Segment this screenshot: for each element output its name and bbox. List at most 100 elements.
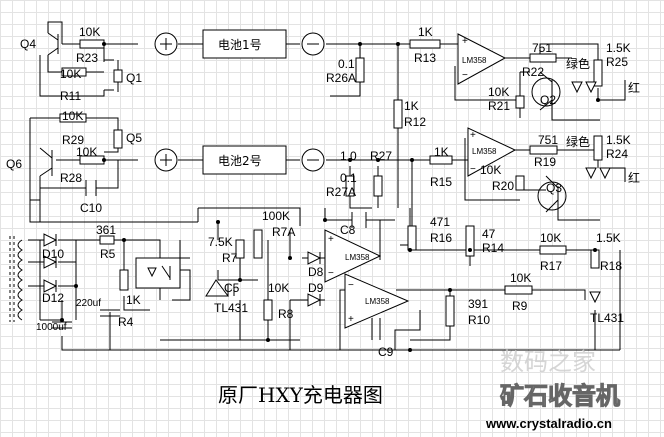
label-q3: Q3	[546, 181, 562, 195]
label-r8: R8	[278, 307, 294, 321]
label-c220: 220uf	[76, 298, 101, 309]
label-r12: R12	[404, 115, 426, 129]
label-r29: R29	[62, 133, 84, 147]
label-r27a: R27A	[326, 185, 356, 199]
led-green2-symbol	[585, 167, 597, 180]
label-r20-value: 10K	[480, 163, 501, 177]
label-r7: R7	[222, 251, 238, 265]
label-r26a: R26A	[326, 71, 356, 85]
opamp-top-label: LM358	[462, 56, 487, 65]
opamp-middle	[467, 127, 517, 177]
label-r5: R5	[100, 247, 116, 261]
r27-body	[373, 175, 383, 197]
label-c10: C10	[80, 201, 102, 215]
battery-1-label: 电池1号	[218, 38, 262, 52]
r29-body	[59, 113, 87, 123]
svg-text:+: +	[348, 314, 354, 325]
label-r28-value: 10K	[76, 145, 97, 159]
d10-upper-symbol	[43, 233, 58, 247]
label-r8-value: 10K	[268, 281, 289, 295]
svg-text:−: −	[348, 280, 354, 291]
label-r23: R23	[76, 51, 98, 65]
label-d9: D9	[308, 281, 324, 295]
label-r24-value: 1.5K	[606, 133, 631, 147]
c9-symbol	[371, 318, 381, 340]
label-green1: 绿色	[566, 56, 590, 71]
opamp-lower2-label: LM358	[365, 297, 390, 306]
label-c9: C9	[378, 345, 394, 359]
opamp-lower2	[344, 273, 410, 329]
label-r28: R28	[60, 171, 82, 185]
label-r5-value: 361	[96, 223, 116, 237]
label-r18-value: 1.5K	[596, 231, 621, 245]
d9-symbol	[307, 293, 322, 307]
label-r22-value: 751	[532, 41, 552, 55]
watermark: 数码之家 矿石收音机 www.crystalradio.cn	[485, 348, 621, 431]
r17-body	[539, 245, 567, 255]
label-r27a-value: 0.1	[340, 171, 357, 185]
label-c1000: 1000uf	[36, 322, 67, 333]
label-r7a-value: 100K	[262, 209, 290, 223]
label-r27: R27	[370, 149, 392, 163]
label-r25: R25	[606, 55, 628, 69]
label-r10: R10	[468, 313, 490, 327]
label-r21-value: 10K	[488, 85, 509, 99]
label-r16-value: 471	[430, 215, 450, 229]
label-r4: R4	[118, 315, 134, 329]
label-r17-value: 10K	[540, 231, 561, 245]
diodes	[43, 81, 611, 307]
label-c8: C8	[340, 223, 356, 237]
q2-outline	[531, 77, 561, 107]
c8-symbol	[351, 212, 367, 228]
led-green1-symbol	[571, 81, 583, 94]
r12-body	[393, 99, 403, 129]
r8-body	[263, 299, 273, 321]
label-r11-value: 10K	[60, 67, 81, 81]
r14-body	[465, 225, 475, 257]
label-r11: R11	[60, 89, 81, 103]
resistor-bodies	[59, 39, 603, 327]
svg-text:+: +	[470, 130, 476, 141]
led-red2-symbol	[599, 167, 611, 180]
r7a-body	[253, 229, 263, 259]
r27a-body	[345, 175, 355, 197]
r16-body	[407, 225, 417, 251]
r7-body	[235, 239, 245, 259]
c10-symbol	[85, 180, 97, 196]
label-r13-value: 1K	[418, 25, 433, 39]
label-r24: R24	[606, 147, 628, 161]
r11-body	[61, 67, 87, 77]
d10-lower-symbol	[43, 255, 58, 269]
q3-outline	[537, 181, 567, 211]
label-r15-value: 1K	[434, 145, 449, 159]
opamp-lower1	[324, 229, 382, 283]
c5-symbol	[227, 284, 235, 296]
svg-text:+: +	[462, 36, 468, 47]
opamp-lower1-label: LM358	[345, 253, 370, 262]
optocoupler	[135, 257, 181, 289]
label-r15: R15	[430, 175, 452, 189]
label-c5: C5	[224, 281, 240, 295]
label-r25-value: 1.5K	[606, 41, 631, 55]
label-r9: R9	[512, 299, 528, 313]
label-d10: D10	[42, 247, 64, 261]
label-q5: Q5	[126, 131, 142, 145]
label-q2: Q2	[540, 93, 556, 107]
label-d12: D12	[42, 291, 64, 305]
r26a-body	[355, 57, 365, 83]
label-r20: R20	[492, 179, 514, 193]
opamp-top	[457, 33, 507, 85]
label-d8: D8	[308, 265, 324, 279]
r24-body	[593, 135, 603, 161]
opamp-middle-label: LM358	[472, 147, 497, 156]
svg-text:+: +	[328, 234, 334, 245]
r22-body	[529, 53, 557, 63]
label-green2: 绿色	[566, 134, 590, 149]
label-red2: 红	[628, 170, 640, 185]
label-r9-value: 10K	[510, 271, 531, 285]
r13-body	[409, 39, 441, 49]
opamps: +− LM358 +− LM358 +− LM358 −+ LM358	[324, 33, 517, 329]
q1-body	[113, 69, 123, 83]
